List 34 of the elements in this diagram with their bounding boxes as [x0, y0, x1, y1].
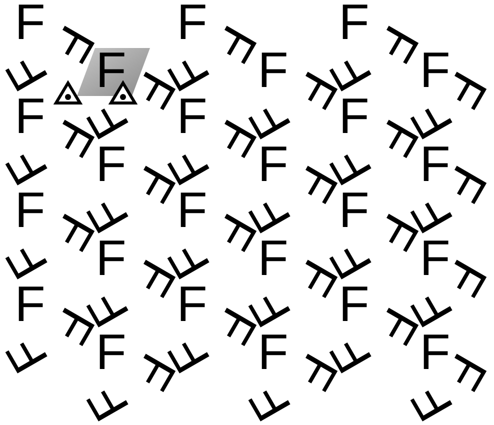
- pattern-letter: F: [96, 334, 126, 370]
- pattern-letter: F: [4, 332, 50, 378]
- pattern-letter: F: [176, 286, 208, 322]
- pattern-letter: F: [258, 334, 288, 370]
- pattern-letter: F: [96, 52, 126, 88]
- pattern-letter: F: [338, 192, 370, 228]
- pattern-letter: F: [176, 192, 208, 228]
- pattern-letter: F: [420, 52, 450, 88]
- pattern-letter: F: [176, 4, 208, 40]
- pattern-letter: F: [4, 238, 50, 284]
- pattern-letter: F: [96, 240, 126, 276]
- pattern-letter: F: [14, 192, 46, 228]
- pattern-letter: F: [96, 146, 126, 182]
- pattern-letter: F: [338, 98, 370, 134]
- pattern-letter: F: [176, 98, 208, 134]
- pattern-letter: F: [258, 240, 288, 276]
- pattern-letter: F: [84, 380, 132, 425]
- pattern-letter: F: [14, 98, 46, 134]
- pattern-letter: F: [258, 146, 288, 182]
- pattern-letter: F: [212, 22, 260, 66]
- pattern-letter: F: [420, 334, 450, 370]
- pattern-letter: F: [50, 22, 98, 66]
- pattern-letter: F: [258, 52, 288, 88]
- pattern-letter: F: [14, 286, 46, 322]
- pattern-letter: F: [4, 50, 50, 96]
- pattern-letter: F: [338, 286, 370, 322]
- pattern-letter: F: [374, 22, 422, 66]
- pattern-letter: F: [14, 4, 46, 40]
- pattern-letter: F: [338, 4, 370, 40]
- pattern-letter: F: [246, 380, 294, 425]
- pattern-letter: F: [4, 144, 50, 190]
- pattern-letter: F: [408, 380, 456, 425]
- pattern-letter: F: [420, 240, 450, 276]
- pattern-letter: F: [420, 146, 450, 182]
